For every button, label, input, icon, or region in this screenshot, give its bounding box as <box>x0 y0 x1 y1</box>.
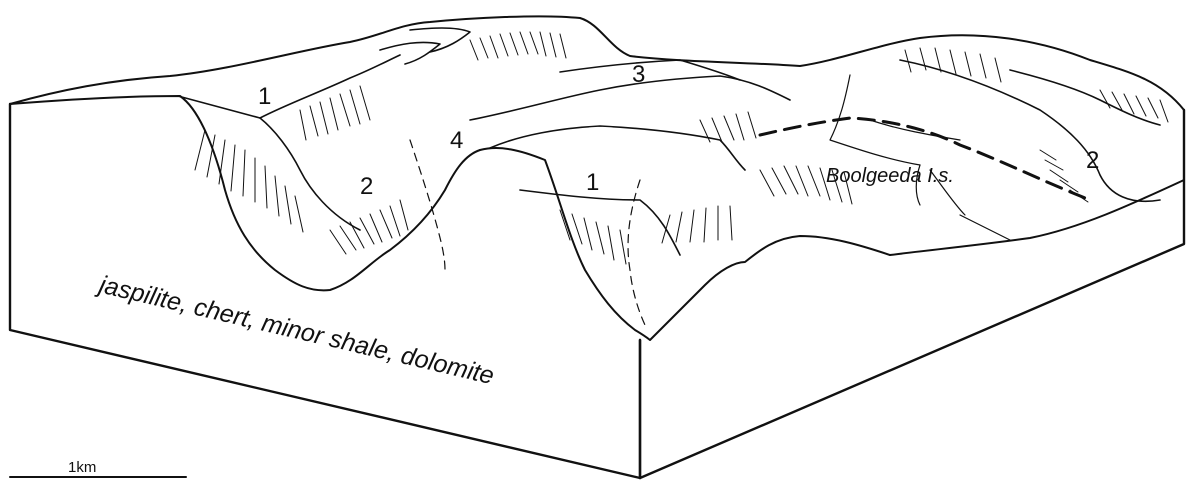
label-unit-3: 3 <box>632 61 645 88</box>
scale-bar: 1km <box>10 459 186 477</box>
hachure-center-2 <box>662 206 732 243</box>
central-plateau <box>490 126 745 170</box>
label-unit-1-center: 1 <box>586 169 599 196</box>
label-unit-1-left: 1 <box>258 83 271 110</box>
hachure-center-1 <box>560 210 626 264</box>
upper-valley-3 <box>470 76 790 120</box>
left-gully-ridge <box>178 96 360 230</box>
hachure-right-2 <box>1100 90 1168 122</box>
hachure-right-3 <box>1040 150 1088 202</box>
right-basin-inner <box>1010 70 1160 125</box>
boolgeeda-boundary <box>760 118 1090 200</box>
left-gully-spur <box>260 55 400 118</box>
hachures <box>195 32 1168 264</box>
right-plateau-front <box>890 180 1184 255</box>
central-spur <box>520 190 680 255</box>
label-unit-2-right: 2 <box>1086 147 1099 174</box>
left-valley-contact <box>410 140 445 270</box>
label-unit-4: 4 <box>450 127 463 154</box>
scale-bar-label: 1km <box>68 459 96 476</box>
upper-gully-notch-2 <box>410 28 470 52</box>
stream-channel-3 <box>960 215 1010 240</box>
hachure-upper-1 <box>470 32 566 60</box>
label-formation: Boolgeeda I.s. <box>826 165 954 187</box>
back-ridge-line <box>10 16 1184 110</box>
label-unit-2-left: 2 <box>360 173 373 200</box>
label-lithology: jaspilite, chert, minor shale, dolomite <box>94 270 497 390</box>
hachure-right-4 <box>700 112 756 142</box>
left-valley-front <box>10 96 480 290</box>
hachure-left-valley-2 <box>300 86 370 140</box>
